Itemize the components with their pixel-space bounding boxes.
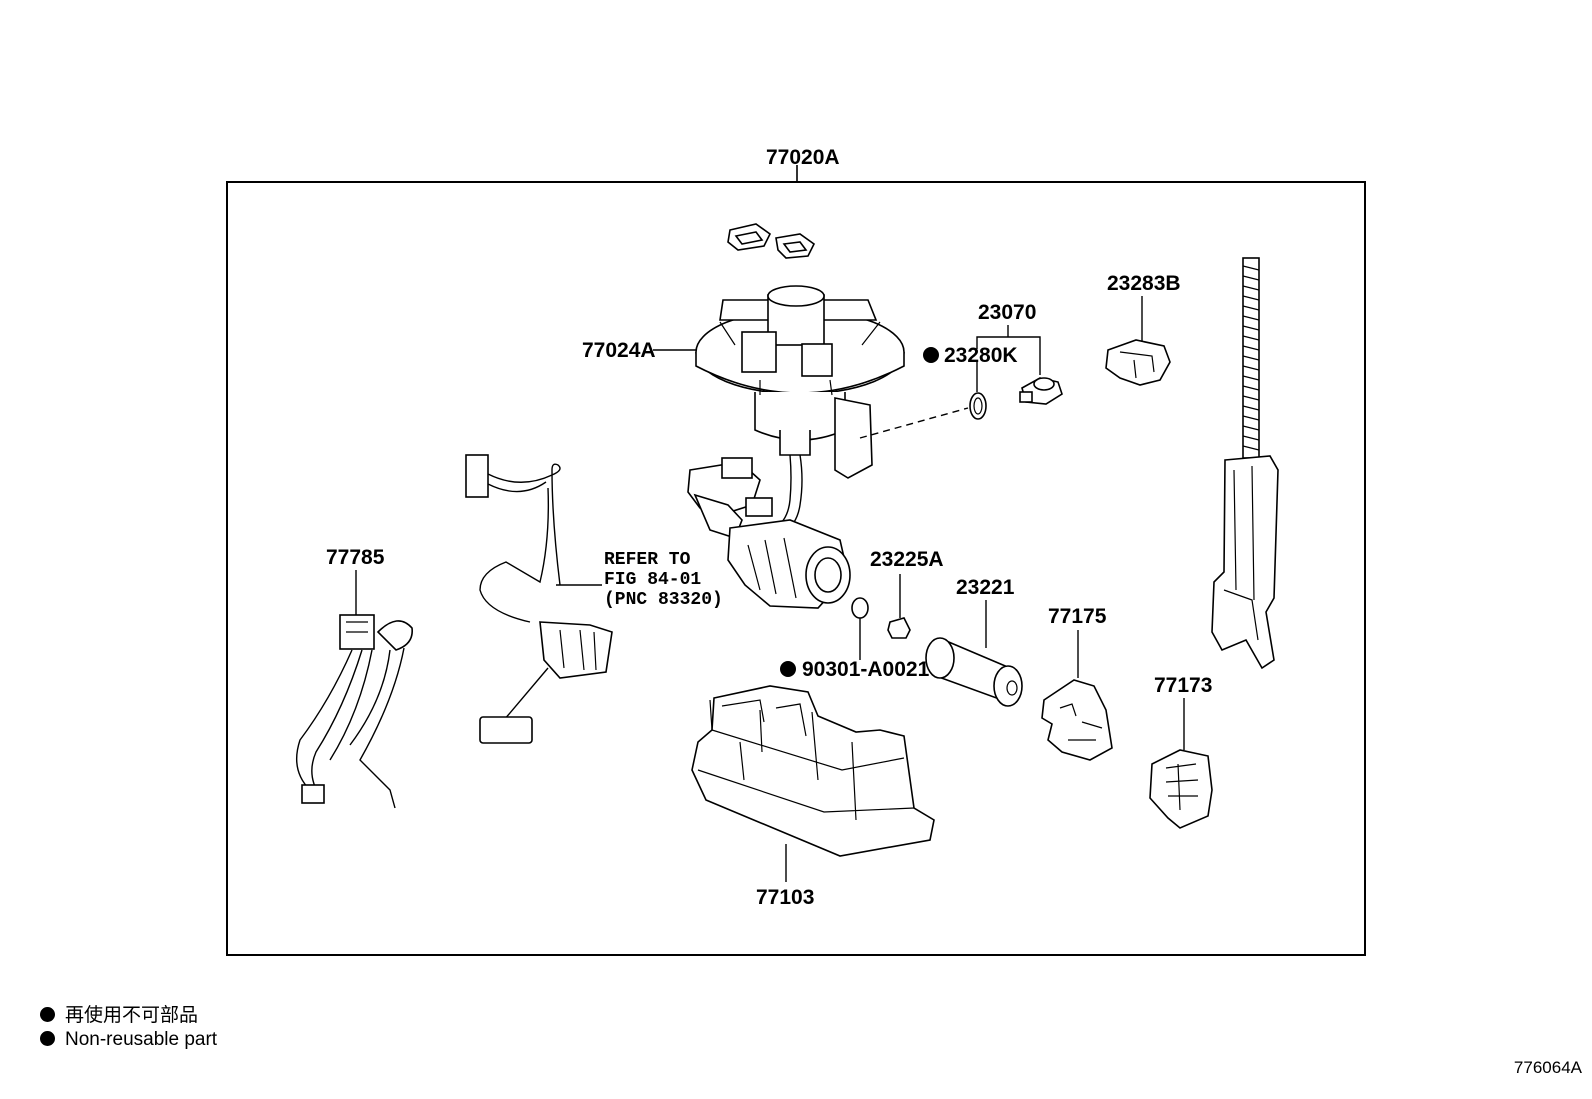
refer-note-line3[interactable]: (PNC 83320)	[604, 590, 723, 610]
bullet-dot-icon	[40, 1031, 55, 1046]
label-77103[interactable]: 77103	[756, 886, 814, 909]
retainer-77175[interactable]	[1041, 679, 1113, 761]
fuel-pump-23221[interactable]	[925, 637, 1023, 707]
oring-23280K[interactable]	[969, 392, 987, 420]
check-valve-part[interactable]	[1019, 377, 1063, 405]
assembly-label[interactable]: 77020A	[766, 146, 840, 169]
top-cap-parts[interactable]	[727, 223, 816, 259]
non-reusable-dot-90301	[780, 661, 796, 677]
refer-note-line1[interactable]: REFER TO	[604, 550, 691, 570]
oring-90301[interactable]	[851, 597, 869, 619]
connector-77173[interactable]	[1149, 749, 1213, 829]
fuel-sender-gauge[interactable]	[465, 454, 613, 744]
legend-english-text: Non-reusable part	[65, 1029, 218, 1050]
label-90301[interactable]: 90301-A0021	[802, 658, 930, 681]
label-23283B[interactable]: 23283B	[1107, 272, 1181, 295]
figure-code: 776064A	[1513, 1058, 1582, 1077]
clip-23283B[interactable]	[1105, 339, 1171, 386]
assembly-frame	[226, 181, 1366, 956]
refer-note-line2[interactable]: FIG 84-01	[604, 570, 701, 590]
label-77175[interactable]: 77175	[1048, 605, 1107, 628]
label-23225A[interactable]: 23225A	[870, 548, 944, 571]
leader-23070	[976, 325, 1041, 375]
wire-harness-77785[interactable]	[296, 614, 413, 809]
legend-japanese: 再使用不可部品	[40, 1003, 198, 1027]
sender-slide-bracket[interactable]	[1211, 455, 1279, 670]
label-23070[interactable]: 23070	[978, 301, 1036, 324]
non-reusable-dot-23280K	[923, 347, 939, 363]
pump-bracket-assembly[interactable]	[687, 285, 905, 609]
label-77024A[interactable]: 77024A	[582, 339, 656, 362]
threaded-rod[interactable]	[1242, 257, 1260, 459]
install-dashed-line	[859, 407, 969, 439]
label-77173[interactable]: 77173	[1154, 674, 1212, 697]
label-77785[interactable]: 77785	[326, 546, 385, 569]
cap-23225A[interactable]	[887, 617, 911, 639]
label-23280K[interactable]: 23280K	[944, 344, 1018, 367]
bullet-dot-icon	[40, 1007, 55, 1022]
legend-japanese-text: 再使用不可部品	[65, 1004, 199, 1026]
legend-english: Non-reusable part	[40, 1028, 217, 1052]
label-23221[interactable]: 23221	[956, 576, 1015, 599]
sub-tank-77103[interactable]	[691, 685, 935, 857]
